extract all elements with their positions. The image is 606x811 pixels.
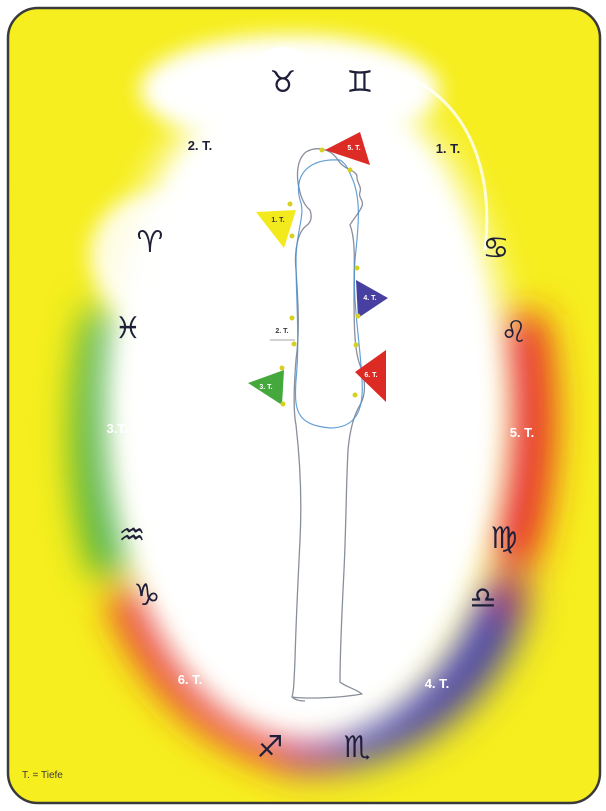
leo-icon: ♌ bbox=[501, 315, 528, 350]
legend-text: T. = Tiefe bbox=[22, 770, 63, 781]
aura-core bbox=[126, 85, 486, 715]
gemini-icon: ♊ bbox=[347, 65, 374, 100]
scorpio-icon: ♏ bbox=[344, 730, 371, 765]
ring-label-t6: 6. T. bbox=[178, 672, 203, 687]
cancer-icon: ♋ bbox=[483, 231, 510, 266]
taurus-icon: ♉ bbox=[270, 65, 297, 100]
marker-hip-label: 3. T. bbox=[259, 384, 272, 391]
ring-label-t1: 1. T. bbox=[436, 141, 461, 156]
aries-icon: ♈ bbox=[137, 225, 164, 260]
marker-back-mid-label: 2. T. bbox=[275, 328, 288, 335]
marker-abdomen-label: 6. T. bbox=[364, 372, 377, 379]
marker-head-label: 5. T. bbox=[347, 145, 360, 152]
pisces-icon: ♓ bbox=[115, 311, 142, 346]
capricorn-icon: ♑ bbox=[134, 578, 161, 613]
libra-icon: ♎ bbox=[470, 581, 497, 616]
purple-blend-right bbox=[498, 575, 503, 610]
marker-back-upper-label: 1. T. bbox=[271, 217, 284, 224]
marker-chest-label: 4. T. bbox=[363, 295, 376, 302]
ring-label-t4: 4. T. bbox=[425, 676, 450, 691]
virgo-icon: ♍ bbox=[491, 521, 518, 556]
aquarius-icon: ♒ bbox=[119, 518, 146, 553]
ring-label-t2: 2. T. bbox=[188, 138, 213, 153]
ring-label-t5: 5. T. bbox=[510, 425, 535, 440]
ring-label-t3: 3.T. bbox=[107, 421, 128, 436]
sagittarius-icon: ♐ bbox=[257, 730, 284, 765]
